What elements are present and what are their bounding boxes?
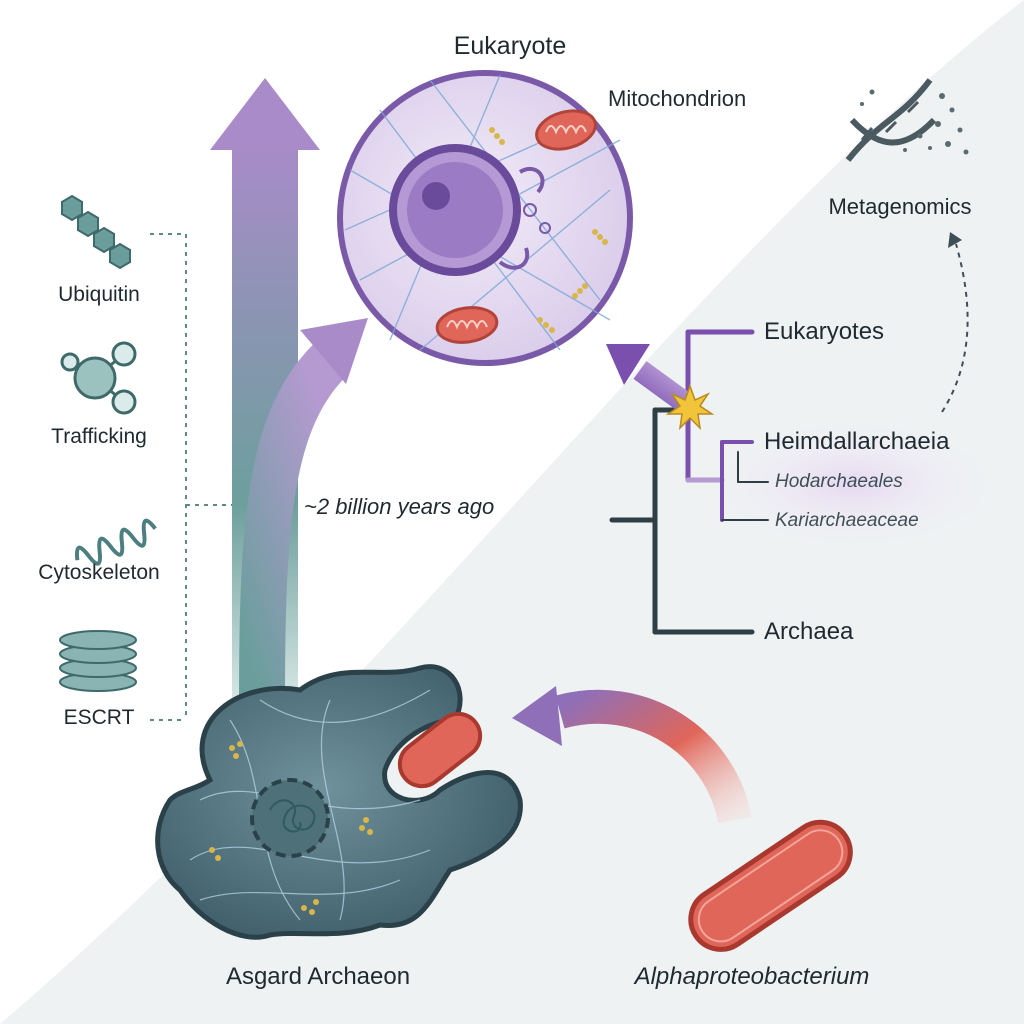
asgard-archaeon-cell: [155, 664, 523, 940]
nucleoid: [250, 778, 330, 858]
dna-helix-icon: [845, 78, 969, 162]
tree-label-heimdallarchaeia: Heimdallarchaeia: [764, 428, 950, 455]
alphaproteobacterium-label: Alphaproteobacterium: [634, 963, 870, 990]
nucleus: [389, 144, 521, 276]
tree-label-eukaryotes: Eukaryotes: [764, 318, 885, 345]
tree-label-kariarchaeaceae: Kariarchaeaceae: [775, 510, 919, 531]
mitochondrion-bottom: [435, 306, 499, 344]
eukaryote-label: Eukaryote: [453, 32, 567, 60]
feature-label-trafficking: Trafficking: [51, 425, 147, 448]
coil-filament-icon: [74, 518, 157, 566]
engulfed-bacterium: [397, 711, 483, 789]
mitochondrion-label: Mitochondrion: [608, 86, 747, 111]
engulfment-arrow: [512, 686, 752, 824]
timeline-label: ~2 billion years ago: [304, 494, 495, 519]
alphaproteobacterium-cell: [688, 819, 853, 952]
eukaryote-cell: [337, 70, 633, 366]
hexagon-chain-icon: [61, 194, 131, 270]
metagenomics-label: Metagenomics: [828, 194, 972, 219]
feature-bracket: [150, 233, 232, 721]
tree-label-archaea: Archaea: [764, 618, 854, 645]
metagenomics-arrow: [941, 232, 969, 413]
tree-label-hodarchaeales: Hodarchaeales: [775, 471, 903, 492]
mitochondrion-top: [535, 109, 597, 151]
feature-label-escrt: ESCRT: [63, 706, 135, 729]
phylogenetic-tree: [609, 329, 769, 635]
feature-label-ubiquitin: Ubiquitin: [58, 283, 140, 306]
stacked-disks-icon: [59, 630, 137, 692]
vesicle-cluster-icon: [60, 341, 137, 415]
asgard-archaeon-label: Asgard Archaeon: [225, 963, 411, 990]
branch-arrow: [239, 318, 368, 701]
divergence-star-icon: [665, 383, 715, 431]
heimdallarchaeia-highlight: [708, 420, 998, 548]
feature-label-cytoskeleton: Cytoskeleton: [38, 561, 160, 584]
